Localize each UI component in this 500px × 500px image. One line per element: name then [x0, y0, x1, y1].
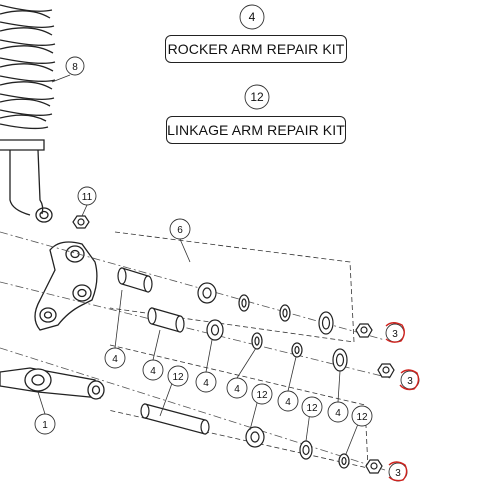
callout-row2-e: 4 — [335, 408, 341, 419]
red-highlight-marks — [385, 322, 420, 482]
callout-top-nut: 11 — [82, 192, 93, 203]
shock-spring — [0, 4, 56, 223]
callout-row1-c: 12 — [172, 372, 184, 383]
callout-circles — [34, 4, 420, 482]
callout-row1-d: 4 — [203, 378, 209, 389]
kit-linkage-number: 12 — [250, 90, 264, 104]
rocker-arm — [34, 241, 98, 331]
linkage-arm — [0, 367, 105, 400]
callout-row2-f: 12 — [356, 412, 368, 423]
callout-row2-a: 4 — [234, 384, 240, 395]
group-bracket — [107, 231, 369, 469]
axis-lines — [0, 231, 391, 471]
row3-parts — [140, 403, 383, 474]
callout-nut-2: 3 — [407, 376, 413, 387]
callout-nut-1: 3 — [392, 329, 398, 340]
kit-rocker-number: 4 — [249, 10, 256, 24]
callout-row2-d: 12 — [306, 403, 318, 414]
callout-spring: 8 — [72, 62, 78, 73]
callout-row2-b: 12 — [256, 390, 268, 401]
callout-group: 6 — [177, 225, 183, 236]
rocker-arm-kit-label: ROCKER ARM REPAIR KIT — [165, 35, 347, 63]
top-nut — [72, 215, 90, 229]
row2-parts — [147, 307, 395, 378]
callout-row1-b: 4 — [150, 366, 156, 377]
row1-parts — [117, 267, 373, 338]
callout-link-arm: 1 — [42, 420, 48, 431]
callout-row2-c: 4 — [285, 397, 291, 408]
callout-row1-a: 4 — [112, 354, 118, 365]
callout-nut-3: 3 — [395, 468, 401, 479]
linkage-arm-kit-label: LINKAGE ARM REPAIR KIT — [166, 116, 346, 144]
